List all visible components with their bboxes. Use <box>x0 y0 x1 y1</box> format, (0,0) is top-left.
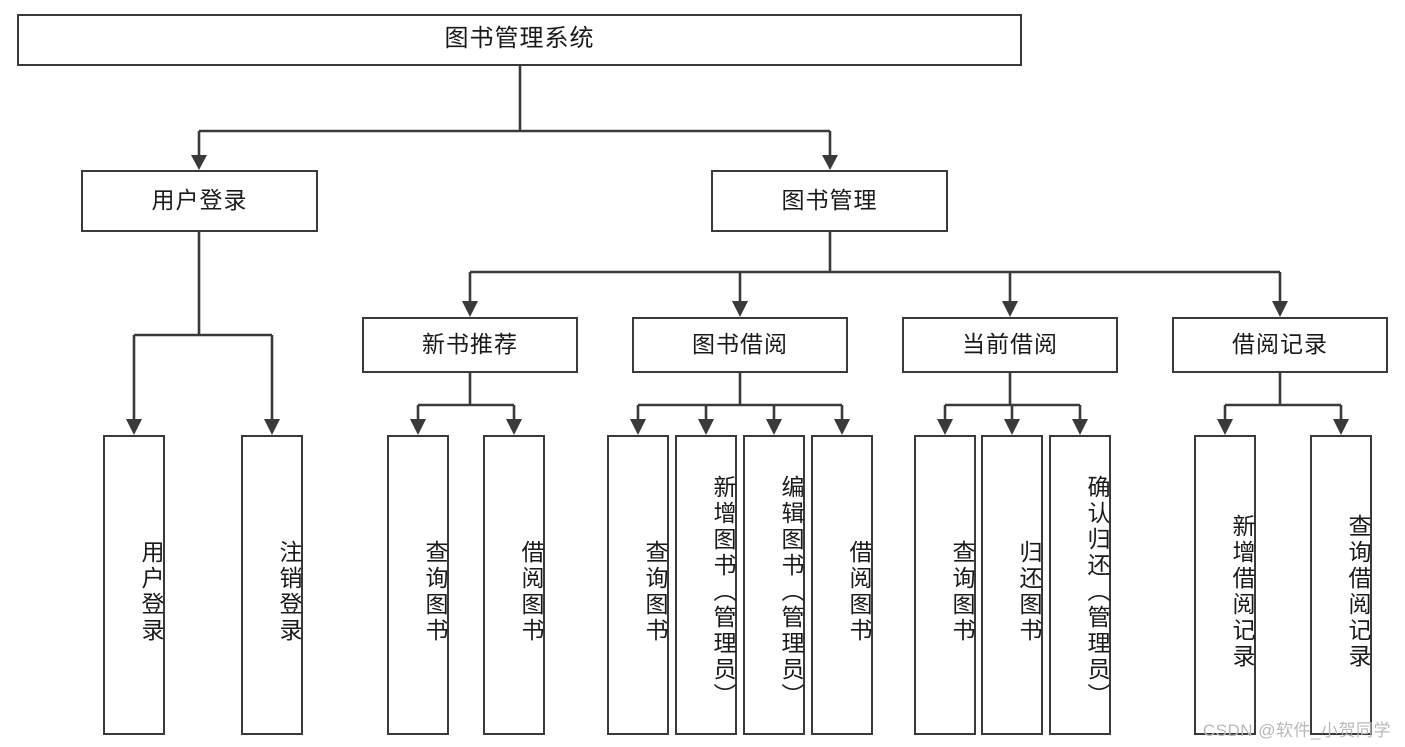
node-borrow-record[interactable]: 借阅记录 <box>1172 317 1388 373</box>
node-label: 查询图书 <box>422 540 448 644</box>
node-root-book-management-system[interactable]: 图书管理系统 <box>17 14 1022 66</box>
leaf-current-borrow-query-book[interactable]: 查询图书 <box>914 435 976 735</box>
node-label: 查询图书 <box>642 540 668 644</box>
watermark: CSDN @软件_小贺同学 <box>1202 721 1391 740</box>
node-label: 图书借阅 <box>692 330 788 357</box>
leaf-book-borrow-add-book-admin[interactable]: 新增图书（管理员） <box>675 435 737 735</box>
node-label: 图书管理系统 <box>444 25 595 52</box>
node-label: 新增图书（管理员） <box>710 475 736 709</box>
leaf-borrow-record-query-record[interactable]: 查询借阅记录 <box>1310 435 1372 735</box>
node-label: 图书管理 <box>781 186 878 213</box>
node-label: 当前借阅 <box>962 330 1058 357</box>
node-label: 确认归还（管理员） <box>1084 475 1110 709</box>
node-label: 注销登录 <box>276 540 302 644</box>
node-book-borrow[interactable]: 图书借阅 <box>632 317 848 373</box>
node-label: 编辑图书（管理员） <box>778 475 804 709</box>
node-label: 新增借阅记录 <box>1229 514 1255 670</box>
leaf-borrow-record-add-record[interactable]: 新增借阅记录 <box>1194 435 1256 735</box>
leaf-current-borrow-return-book[interactable]: 归还图书 <box>981 435 1043 735</box>
node-label: 借阅记录 <box>1232 330 1328 357</box>
node-label: 查询借阅记录 <box>1345 514 1371 670</box>
leaf-book-borrow-query-book[interactable]: 查询图书 <box>607 435 669 735</box>
leaf-user-login-login[interactable]: 用户登录 <box>103 435 165 735</box>
node-current-borrow[interactable]: 当前借阅 <box>902 317 1118 373</box>
node-book-management[interactable]: 图书管理 <box>711 170 948 232</box>
node-label: 查询图书 <box>949 540 975 644</box>
leaf-current-borrow-confirm-return-admin[interactable]: 确认归还（管理员） <box>1049 435 1111 735</box>
leaf-new-book-query-book[interactable]: 查询图书 <box>387 435 449 735</box>
leaf-new-book-borrow-book[interactable]: 借阅图书 <box>483 435 545 735</box>
leaf-book-borrow-borrow-book[interactable]: 借阅图书 <box>811 435 873 735</box>
leaf-user-login-logout[interactable]: 注销登录 <box>241 435 303 735</box>
node-label: 用户登录 <box>138 540 164 644</box>
node-label: 归还图书 <box>1016 540 1042 644</box>
node-label: 借阅图书 <box>518 540 544 644</box>
node-new-book-recommend[interactable]: 新书推荐 <box>362 317 578 373</box>
node-label: 借阅图书 <box>846 540 872 644</box>
leaf-book-borrow-edit-book-admin[interactable]: 编辑图书（管理员） <box>743 435 805 735</box>
node-user-login[interactable]: 用户登录 <box>81 170 318 232</box>
node-label: 用户登录 <box>151 186 248 213</box>
node-label: 新书推荐 <box>422 330 518 357</box>
